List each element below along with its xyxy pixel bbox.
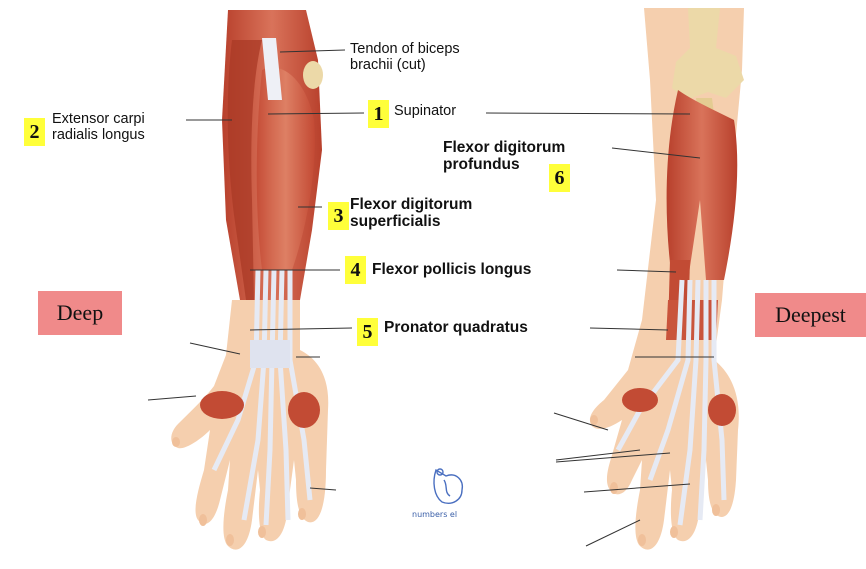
label-pronator-quadratus: Pronator quadratus [384, 320, 528, 337]
number-badge-3: 3 [328, 202, 349, 230]
watermark-text: numbers el [412, 510, 457, 519]
number-badge-6: 6 [549, 164, 570, 192]
number-badge-1: 1 [368, 100, 389, 128]
left-forearm-deep [171, 10, 328, 550]
label-flexor-pollicis-longus: Flexor pollicis longus [372, 262, 531, 279]
label-tendon-biceps: Tendon of biceps brachii (cut) [350, 42, 460, 73]
right-pq-muscle [666, 300, 718, 340]
right-forearm-deepest [590, 8, 744, 550]
label-extensor-carpi-radialis-longus: Extensor carpi radialis longus [52, 112, 145, 143]
watermark-logo [434, 469, 462, 503]
label-supinator: Supinator [394, 104, 456, 120]
tag-deep: Deep [38, 291, 122, 335]
label-flexor-digitorum-profundus: Flexor digitorum profundus [443, 140, 565, 173]
number-badge-4: 4 [345, 256, 366, 284]
tag-deepest: Deepest [755, 293, 866, 337]
label-flexor-digitorum-superficialis: Flexor digitorum superficialis [350, 197, 472, 230]
number-badge-5: 5 [357, 318, 378, 346]
number-badge-2: 2 [24, 118, 45, 146]
